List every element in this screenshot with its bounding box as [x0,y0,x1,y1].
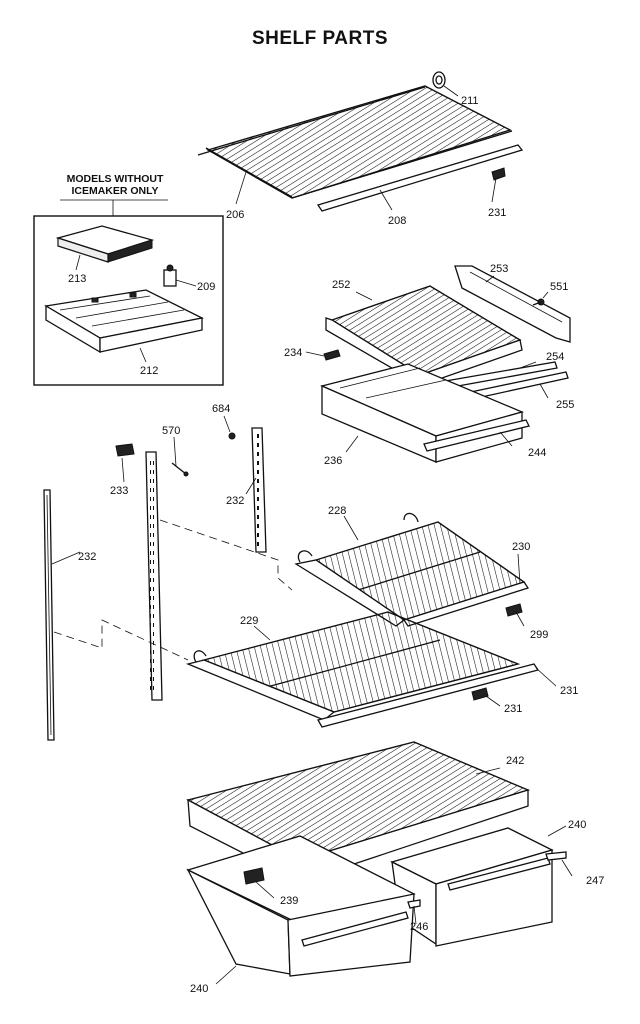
label-206: 206 [226,209,244,221]
label-231-top: 231 [488,207,506,219]
label-209: 209 [197,281,215,293]
label-240-right: 240 [568,819,586,831]
handle-244 [423,419,530,452]
screw-551 [532,298,545,306]
label-253: 253 [490,263,508,275]
note-line-1: MODELS WITHOUT [66,173,164,185]
label-211: 211 [461,95,479,107]
label-239: 239 [280,895,298,907]
handle-246 [407,899,421,909]
wire-shelf-206 [197,85,513,199]
clip-299 [505,603,523,617]
clips-233 [115,443,135,457]
clip-239 [243,867,265,885]
note-line-2: ICEMAKER ONLY [71,185,159,197]
end-cap-211 [432,71,446,89]
label-551: 551 [550,281,568,293]
label-228: 228 [328,505,346,517]
upright-232-right [251,427,267,553]
label-208: 208 [388,215,406,227]
shelf-228 [294,512,526,627]
upright-232-left [43,489,55,741]
label-252: 252 [332,279,350,291]
label-232-left: 232 [78,551,96,563]
note-bracket [60,199,168,216]
label-229: 229 [240,615,258,627]
label-232-right: 232 [226,495,244,507]
crisper-240-right [390,827,554,947]
label-240-left: 240 [190,983,208,995]
label-242: 242 [506,755,524,767]
label-231-mid: 231 [560,685,578,697]
label-230: 230 [512,541,530,553]
label-255: 255 [556,399,574,411]
label-234: 234 [284,347,302,359]
label-213: 213 [68,273,86,285]
callout-labels: 211 206 208 231 213 209 212 252 253 551 … [68,95,604,995]
label-236: 236 [324,455,342,467]
cutaway-lines [53,519,293,661]
label-246: 246 [410,921,428,933]
label-570: 570 [162,425,180,437]
trim-208 [316,144,524,212]
icemaker-inset [33,215,224,386]
bracket-253 [454,265,571,343]
label-212: 212 [140,365,158,377]
label-244: 244 [528,447,546,459]
label-247: 247 [586,875,604,887]
leader-lines [51,85,573,985]
handle-247 [545,851,567,861]
label-254: 254 [546,351,564,363]
clip-231-top [491,167,506,181]
wire-570 [171,462,189,477]
screw-684 [228,432,236,440]
crisper-240-left [186,835,416,977]
upright-center [145,451,163,701]
page-title: SHELF PARTS [251,28,389,49]
label-684: 684 [212,403,230,415]
label-299: 299 [530,629,548,641]
clip-231-lower [471,687,489,701]
label-231-low: 231 [504,703,522,715]
icemaker-note: MODELS WITHOUT ICEMAKER ONLY [40,173,190,197]
clip-234 [323,349,341,361]
label-233: 233 [110,485,128,497]
cover-252 [325,285,523,386]
shelf-229 [185,611,521,721]
